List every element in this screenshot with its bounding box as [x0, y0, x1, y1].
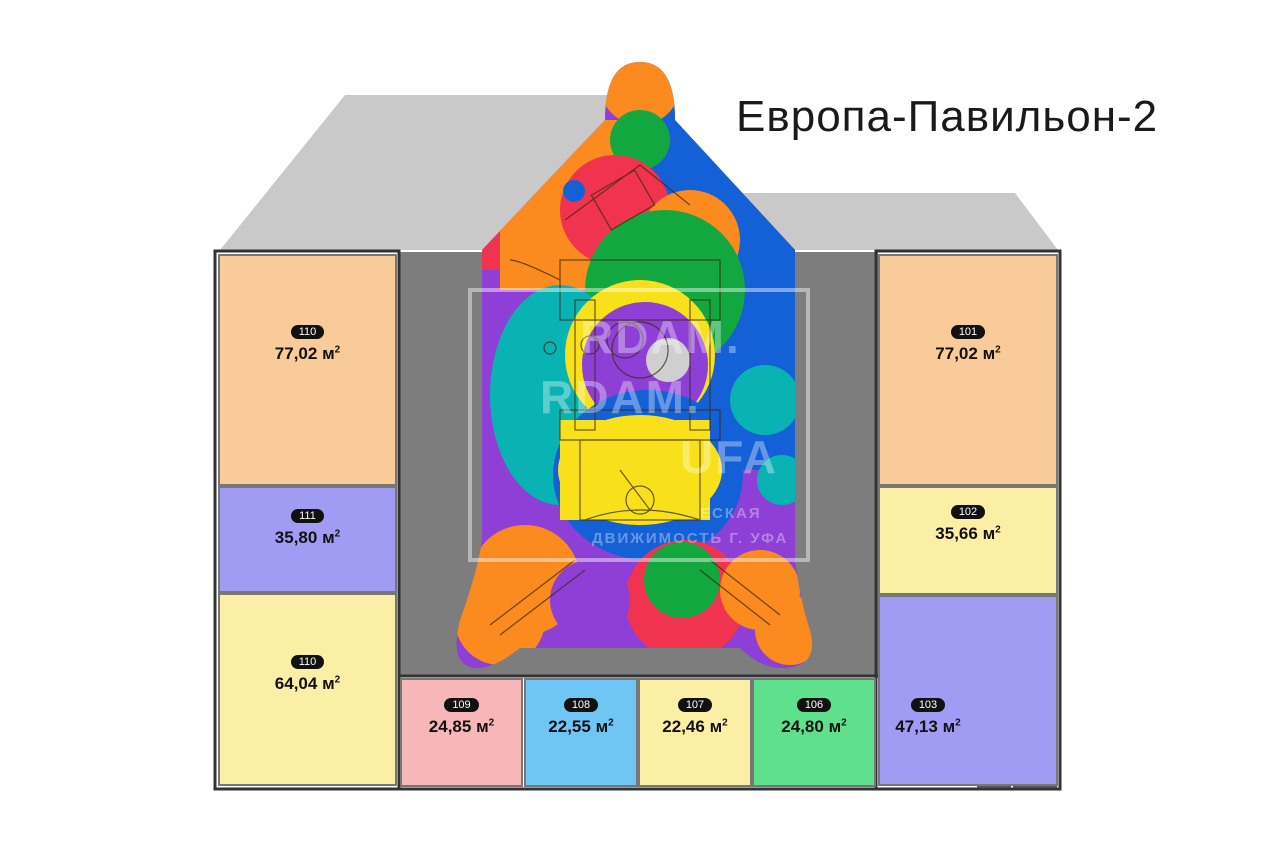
- room-area: 22,46 м2: [662, 717, 728, 736]
- watermark-line2: RDAM.: [540, 371, 701, 423]
- room-number-badge: 109: [444, 698, 479, 712]
- roof-right: [720, 193, 1058, 250]
- room-number-badge: 102: [950, 505, 986, 519]
- room-102[interactable]: 102 35,66 м2: [878, 486, 1058, 595]
- room-number-badge: 107: [677, 698, 713, 712]
- room-number-badge: 103: [910, 698, 946, 712]
- room-area: 35,66 м2: [935, 524, 1001, 543]
- watermark-line3: UFA: [680, 431, 778, 483]
- room-area: 24,85 м2: [428, 717, 495, 736]
- room-area: 77,02 м2: [274, 344, 341, 363]
- room-110-b[interactable]: 110 64,04 м2: [218, 593, 397, 786]
- room-area: 24,80 м2: [781, 717, 847, 736]
- room-109[interactable]: 109 24,85 м2: [400, 678, 523, 787]
- corridor-right: [792, 252, 878, 674]
- room-103[interactable]: 103 47,13 м2: [878, 595, 1058, 786]
- room-number-badge: 101: [950, 325, 986, 339]
- room-area: 77,02 м2: [935, 344, 1001, 363]
- room-area: 47,13 м2: [895, 717, 961, 736]
- room-area: 35,80 м2: [274, 528, 341, 547]
- room-101[interactable]: 101 77,02 м2: [878, 254, 1058, 486]
- watermark-line1: RDAM.: [580, 311, 741, 363]
- room-108[interactable]: 108 22,55 м2: [524, 678, 638, 787]
- room-number-badge: 106: [796, 698, 832, 712]
- watermark-line4: ЕСКАЯ: [700, 505, 762, 522]
- room-107[interactable]: 107 22,46 м2: [638, 678, 752, 787]
- watermark-line5: ДВИЖИМОСТЬ Г. УФА: [592, 530, 789, 547]
- room-area: 22,55 м2: [548, 717, 614, 736]
- room-number-badge: 110: [290, 655, 325, 669]
- room-110-a[interactable]: 110 77,02 м2: [218, 254, 397, 486]
- room-number-badge: 110: [290, 325, 325, 339]
- room-number-badge: 111: [291, 509, 324, 523]
- room-111[interactable]: 111 35,80 м2: [218, 486, 397, 593]
- room-106[interactable]: 106 24,80 м2: [752, 678, 876, 787]
- room-number-badge: 108: [563, 698, 599, 712]
- room-area: 64,04 м2: [274, 674, 341, 693]
- plan-title: Европа-Павильон-2: [736, 92, 1159, 141]
